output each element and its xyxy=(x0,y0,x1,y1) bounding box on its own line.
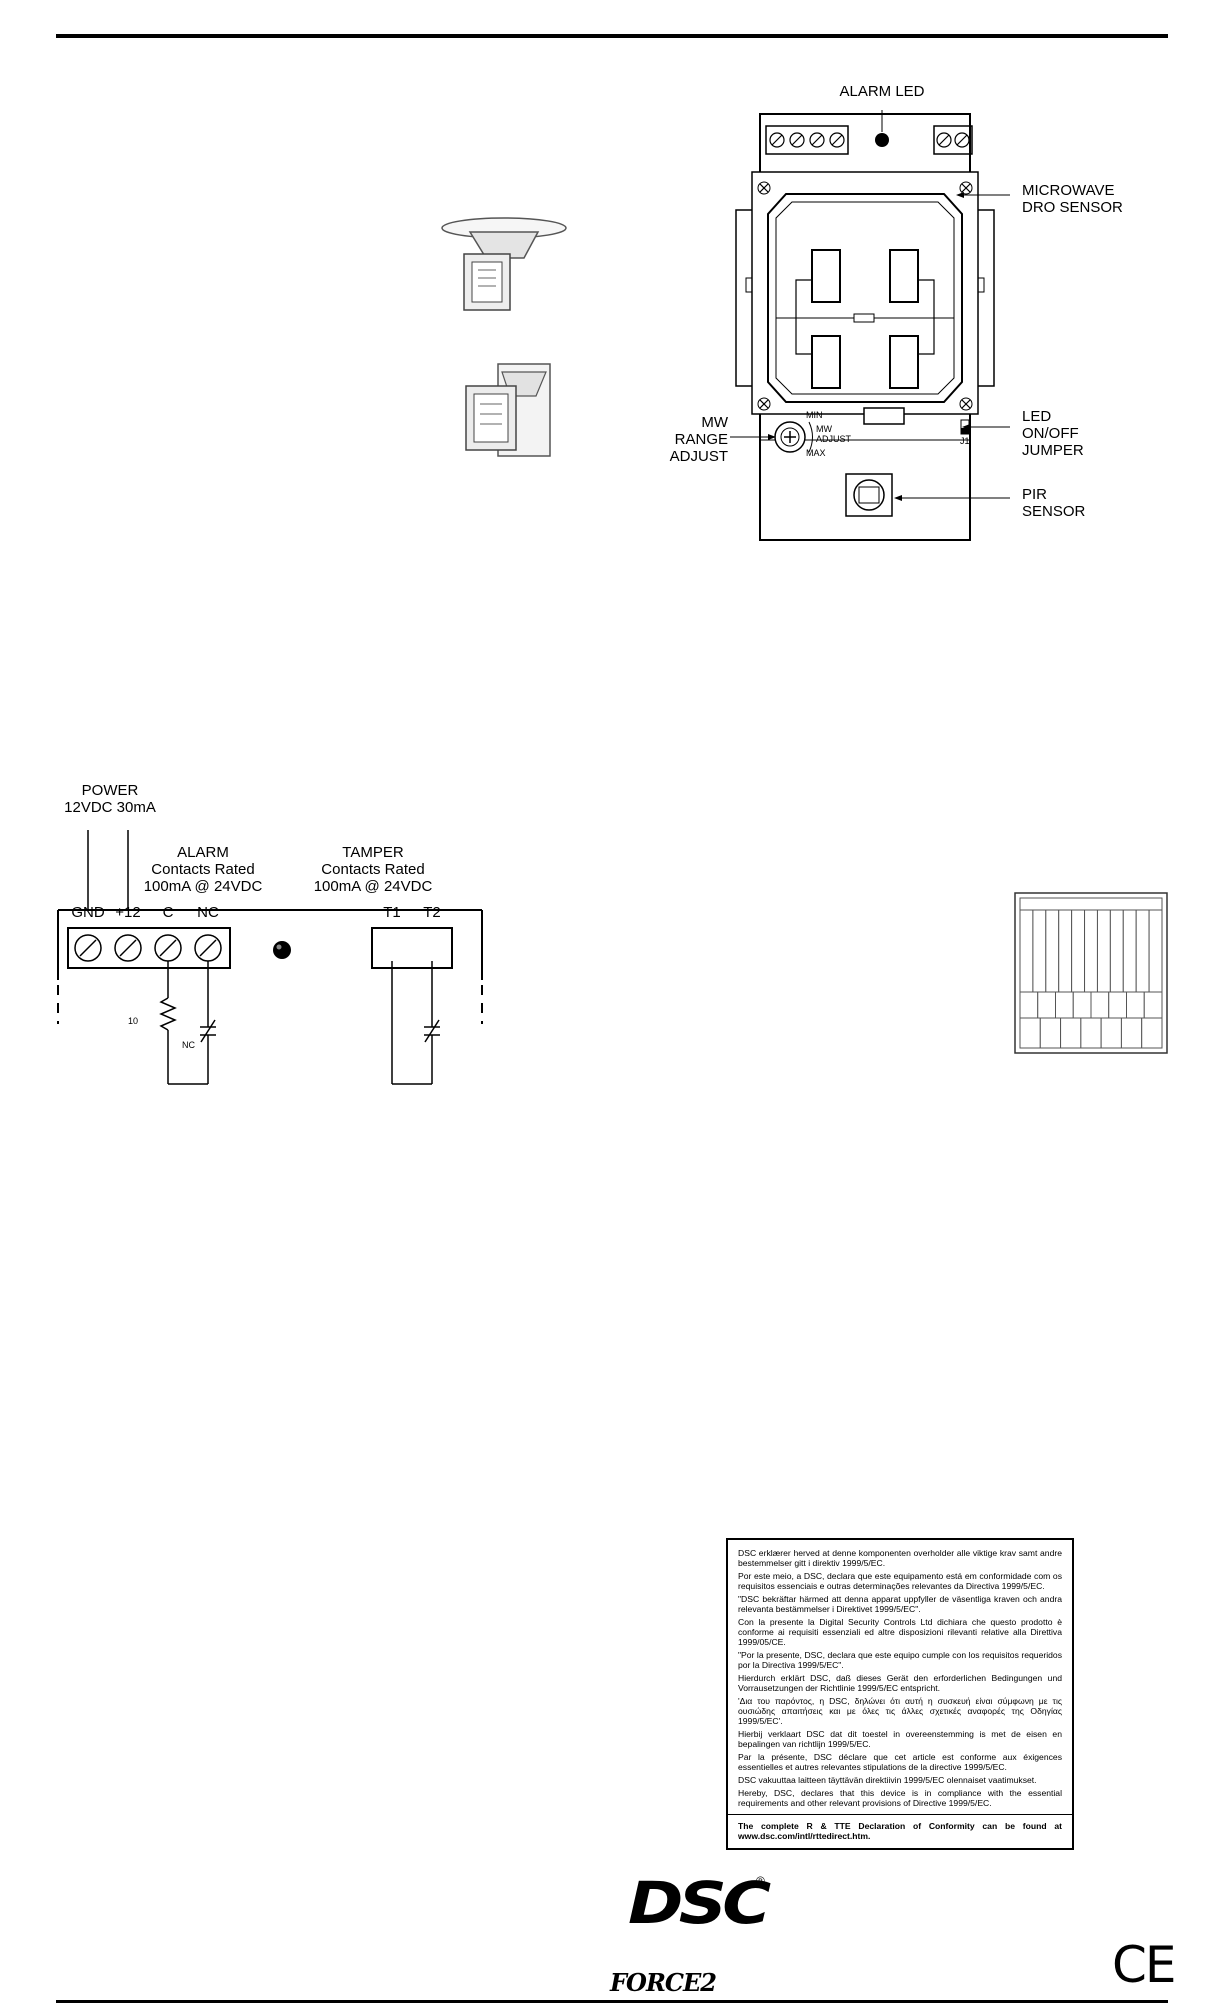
lens-segment xyxy=(1032,909,1047,993)
lens-segment xyxy=(1037,991,1056,1019)
declaration-divider xyxy=(728,1814,1072,1815)
wiring-diagram xyxy=(57,830,483,1085)
top-rule xyxy=(56,34,1168,38)
lens-segment-grid xyxy=(1019,909,1163,1049)
lens-segment xyxy=(1019,991,1039,1019)
label-j1: J1 xyxy=(960,436,970,446)
lens-segment xyxy=(1141,1017,1163,1049)
declaration-paragraph: 'Δια του παρόντος, η DSC, δηλώνει ότι αυ… xyxy=(738,1696,1062,1726)
dsc-logo: DSC xyxy=(628,1872,771,1934)
label-power-title: POWER xyxy=(81,782,139,799)
terminal-label-c: C xyxy=(162,904,174,921)
ceiling-mount-illustration xyxy=(441,217,567,311)
label-mw-line1: MW xyxy=(701,414,728,431)
lens-segment xyxy=(1143,991,1163,1019)
lens-segment xyxy=(1045,909,1060,993)
label-min: MIN xyxy=(806,410,823,420)
label-nc-contact: NC xyxy=(182,1040,195,1050)
declaration-paragraph: DSC vakuuttaa laitteen täyttävän direkti… xyxy=(738,1775,1037,1785)
label-mw-adjust-line2: ADJUST xyxy=(816,434,852,444)
registered-mark: ® xyxy=(756,1874,765,1888)
lens-segment xyxy=(1039,1017,1062,1049)
label-pir-line1: PIR xyxy=(1022,486,1048,503)
declaration-footer: The complete R & TTE Declaration of Conf… xyxy=(738,1821,1062,1841)
lens-segment xyxy=(1148,909,1163,993)
label-power-rating: 12VDC 30mA xyxy=(64,799,156,816)
declaration-paragraph: Con la presente la Digital Security Cont… xyxy=(738,1617,1062,1647)
lens-segment xyxy=(1096,909,1111,993)
declaration-paragraph: "Por la presente, DSC, declara que este … xyxy=(738,1650,1062,1670)
label-alarm-title: ALARM xyxy=(177,844,229,861)
label-mw-adjust-line1: MW xyxy=(816,424,832,434)
declaration-paragraph: "DSC bekräftar härmed att denna apparat … xyxy=(738,1594,1062,1614)
lens-segment xyxy=(1058,909,1073,993)
terminal-label-nc: NC xyxy=(197,904,219,921)
label-tamper-rating: 100mA @ 24VDC xyxy=(313,878,433,895)
lens-segment xyxy=(1090,991,1110,1019)
lens-segment xyxy=(1109,909,1124,993)
label-microwave-line1: MICROWAVE xyxy=(1022,182,1115,199)
label-alarm-block: ALARM Contacts Rated 100mA @ 24VDC xyxy=(138,844,268,895)
label-alarm-contacts: Contacts Rated xyxy=(151,861,255,878)
label-led-jumper: LED ON/OFF JUMPER xyxy=(1022,408,1084,459)
declaration-paragraph: Hierdurch erklärt DSC, daß dieses Gerät … xyxy=(738,1673,1062,1693)
label-power: POWER 12VDC 30mA xyxy=(60,782,160,816)
label-mw-line3: ADJUST xyxy=(669,448,728,465)
declaration-paragraph: Hereby, DSC, declares that this device i… xyxy=(738,1788,1062,1808)
declaration-paragraph: DSC erklærer herved at denne komponenten… xyxy=(738,1548,1062,1568)
declaration-paragraph: Por este meio, a DSC, declara que este e… xyxy=(738,1571,1062,1591)
terminal-label-12: +12 xyxy=(115,904,141,921)
declaration-of-conformity: DSC erklærer herved at denne komponenten… xyxy=(726,1538,1074,1850)
lens-segment xyxy=(1019,1017,1041,1049)
lens-segment xyxy=(1060,1017,1082,1049)
lens-segment xyxy=(1122,909,1137,993)
label-mw-adjust: MW ADJUST xyxy=(816,424,851,444)
label-mw-line2: RANGE xyxy=(674,431,728,448)
label-tamper-title: TAMPER xyxy=(342,844,404,861)
label-pir-line2: SENSOR xyxy=(1022,503,1086,520)
label-alarm-rating: 100mA @ 24VDC xyxy=(143,878,263,895)
terminal-label-gnd: GND xyxy=(71,904,105,921)
declaration-paragraph: Par la présente, DSC déclare que cet art… xyxy=(738,1752,1062,1772)
ce-mark: CE xyxy=(1112,1936,1177,1994)
label-led-line3: JUMPER xyxy=(1022,442,1084,459)
declaration-paragraph: Hierbij verklaart DSC dat dit toestel in… xyxy=(738,1729,1062,1749)
lens-segment xyxy=(1072,991,1092,1019)
lens-segment xyxy=(1120,1017,1143,1049)
label-max: MAX xyxy=(806,448,826,458)
lens-segment xyxy=(1080,1017,1102,1049)
terminal-label-t1: T1 xyxy=(383,904,401,921)
lens-segment xyxy=(1100,1017,1122,1049)
lens-segment xyxy=(1084,909,1098,993)
lens-segment xyxy=(1126,991,1145,1019)
terminal-label-t2: T2 xyxy=(423,904,441,921)
label-pir-sensor: PIR SENSOR xyxy=(1022,486,1085,520)
lens-segment xyxy=(1071,909,1086,993)
label-microwave-line2: DRO SENSOR xyxy=(1022,199,1123,216)
lens-segment xyxy=(1108,991,1127,1019)
board-layout-diagram xyxy=(730,110,1010,541)
declaration-paragraphs: DSC erklærer herved at denne komponenten… xyxy=(738,1548,1062,1808)
force2-logo: FORCE2 xyxy=(610,1968,717,1997)
label-microwave-dro-sensor: MICROWAVE DRO SENSOR xyxy=(1022,182,1123,216)
lens-segment xyxy=(1019,909,1034,993)
lens-segment xyxy=(1135,909,1150,993)
label-tamper-block: TAMPER Contacts Rated 100mA @ 24VDC xyxy=(308,844,438,895)
label-led-line1: LED xyxy=(1022,408,1052,425)
bottom-rule xyxy=(56,2000,1168,2003)
label-resistor: 10 xyxy=(128,1016,139,1026)
label-tamper-contacts: Contacts Rated xyxy=(321,861,425,878)
label-mw-range-adjust: MW RANGE ADJUST xyxy=(660,414,728,465)
label-led-line2: ON/OFF xyxy=(1022,425,1079,442)
wall-mount-illustration xyxy=(465,363,551,457)
lens-segment xyxy=(1055,991,1074,1019)
dsc-logo-text: DSC xyxy=(628,1869,771,1937)
label-alarm-led: ALARM LED xyxy=(839,83,925,100)
